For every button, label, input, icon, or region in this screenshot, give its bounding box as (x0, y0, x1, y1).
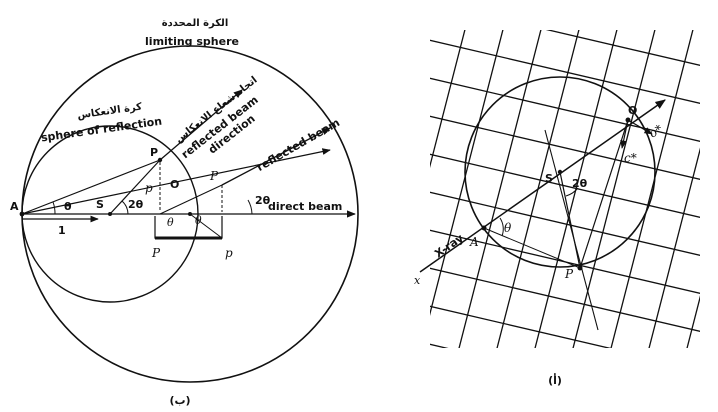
ewald-construction: الكرة المحددة limiting sphere كرة الانعك… (10, 18, 359, 407)
point-P-a (577, 265, 583, 271)
label-S-a: S (545, 172, 553, 185)
angle-theta-inner: θ (167, 216, 174, 229)
point-A-a (481, 225, 487, 231)
line-A-to-P-a (483, 227, 581, 269)
label-theta-a: θ (504, 221, 512, 235)
label-P: P (150, 146, 158, 159)
point-A-dot (19, 211, 25, 217)
caption-b: (ب) (169, 394, 190, 407)
arrow-c-star (620, 119, 629, 149)
line-S-to-P (109, 159, 161, 215)
xray-beam (419, 99, 666, 273)
angle-arc-2theta-a (565, 187, 579, 197)
label-O-a: O (628, 104, 637, 117)
arrow-o-star (627, 119, 653, 135)
point-O-a (625, 117, 631, 123)
line-P-to-O-a (579, 119, 629, 269)
angle-theta-inner-2: θ (195, 214, 202, 227)
label-2theta-a: 2θ (572, 177, 588, 190)
point-O-dot (188, 212, 192, 216)
point-P-dot (157, 157, 163, 163)
label-A-a: A (469, 235, 479, 249)
angle-arc-2theta-S (121, 200, 129, 215)
lattice-figure: O o* c* S 2θ P A θ X-ray x (أ) (414, 30, 700, 387)
reciprocal-diagonal (159, 184, 223, 215)
reflection-sphere-a (464, 76, 656, 268)
label-x: x (414, 274, 421, 287)
label-p: p (145, 181, 153, 195)
caption-a: (أ) (548, 373, 562, 387)
angle-2theta-right: 2θ (255, 194, 271, 207)
label-S: S (96, 198, 104, 211)
reciprocal-lattice-grid (430, 30, 700, 348)
label-P-a: P (564, 267, 574, 281)
limiting-sphere-en: limiting sphere (145, 35, 239, 48)
direct-beam-label: direct beam (268, 200, 342, 213)
angle-arc-theta-A (52, 201, 56, 215)
angle-arc-2theta-right (247, 199, 253, 215)
label-1: 1 (58, 224, 66, 237)
reflected-beam-direction-line (159, 89, 243, 161)
angle-theta-A: θ (64, 200, 72, 213)
reflection-sphere-en: sphere of reflection (40, 115, 163, 145)
label-P-second: P (209, 169, 219, 183)
limiting-sphere-ar: الكرة المحددة (162, 18, 229, 29)
label-xray: X-ray (432, 232, 466, 261)
point-S-a (557, 169, 563, 175)
label-P-lower: P (151, 246, 161, 260)
label-c-star: c* (624, 151, 637, 165)
label-o-star: o* (647, 122, 665, 141)
angle-2theta-S: 2θ (128, 198, 144, 211)
reciprocal-vector-box (154, 216, 223, 239)
line-A-to-P (21, 159, 161, 215)
reciprocal-diagonal-2 (189, 213, 223, 239)
line-S-to-P-a (559, 171, 581, 269)
line-S-diffracted-a (544, 129, 599, 331)
reflected-beam-label: reflected beam (254, 116, 342, 174)
label-A: A (10, 200, 19, 213)
point-S-dot (108, 212, 112, 216)
label-p-lower: p (225, 246, 233, 260)
reflected-beam-line (221, 127, 331, 186)
label-O: O (170, 178, 179, 191)
angle-arc-theta-a (499, 217, 504, 237)
line-A-to-upper-right (21, 148, 331, 215)
